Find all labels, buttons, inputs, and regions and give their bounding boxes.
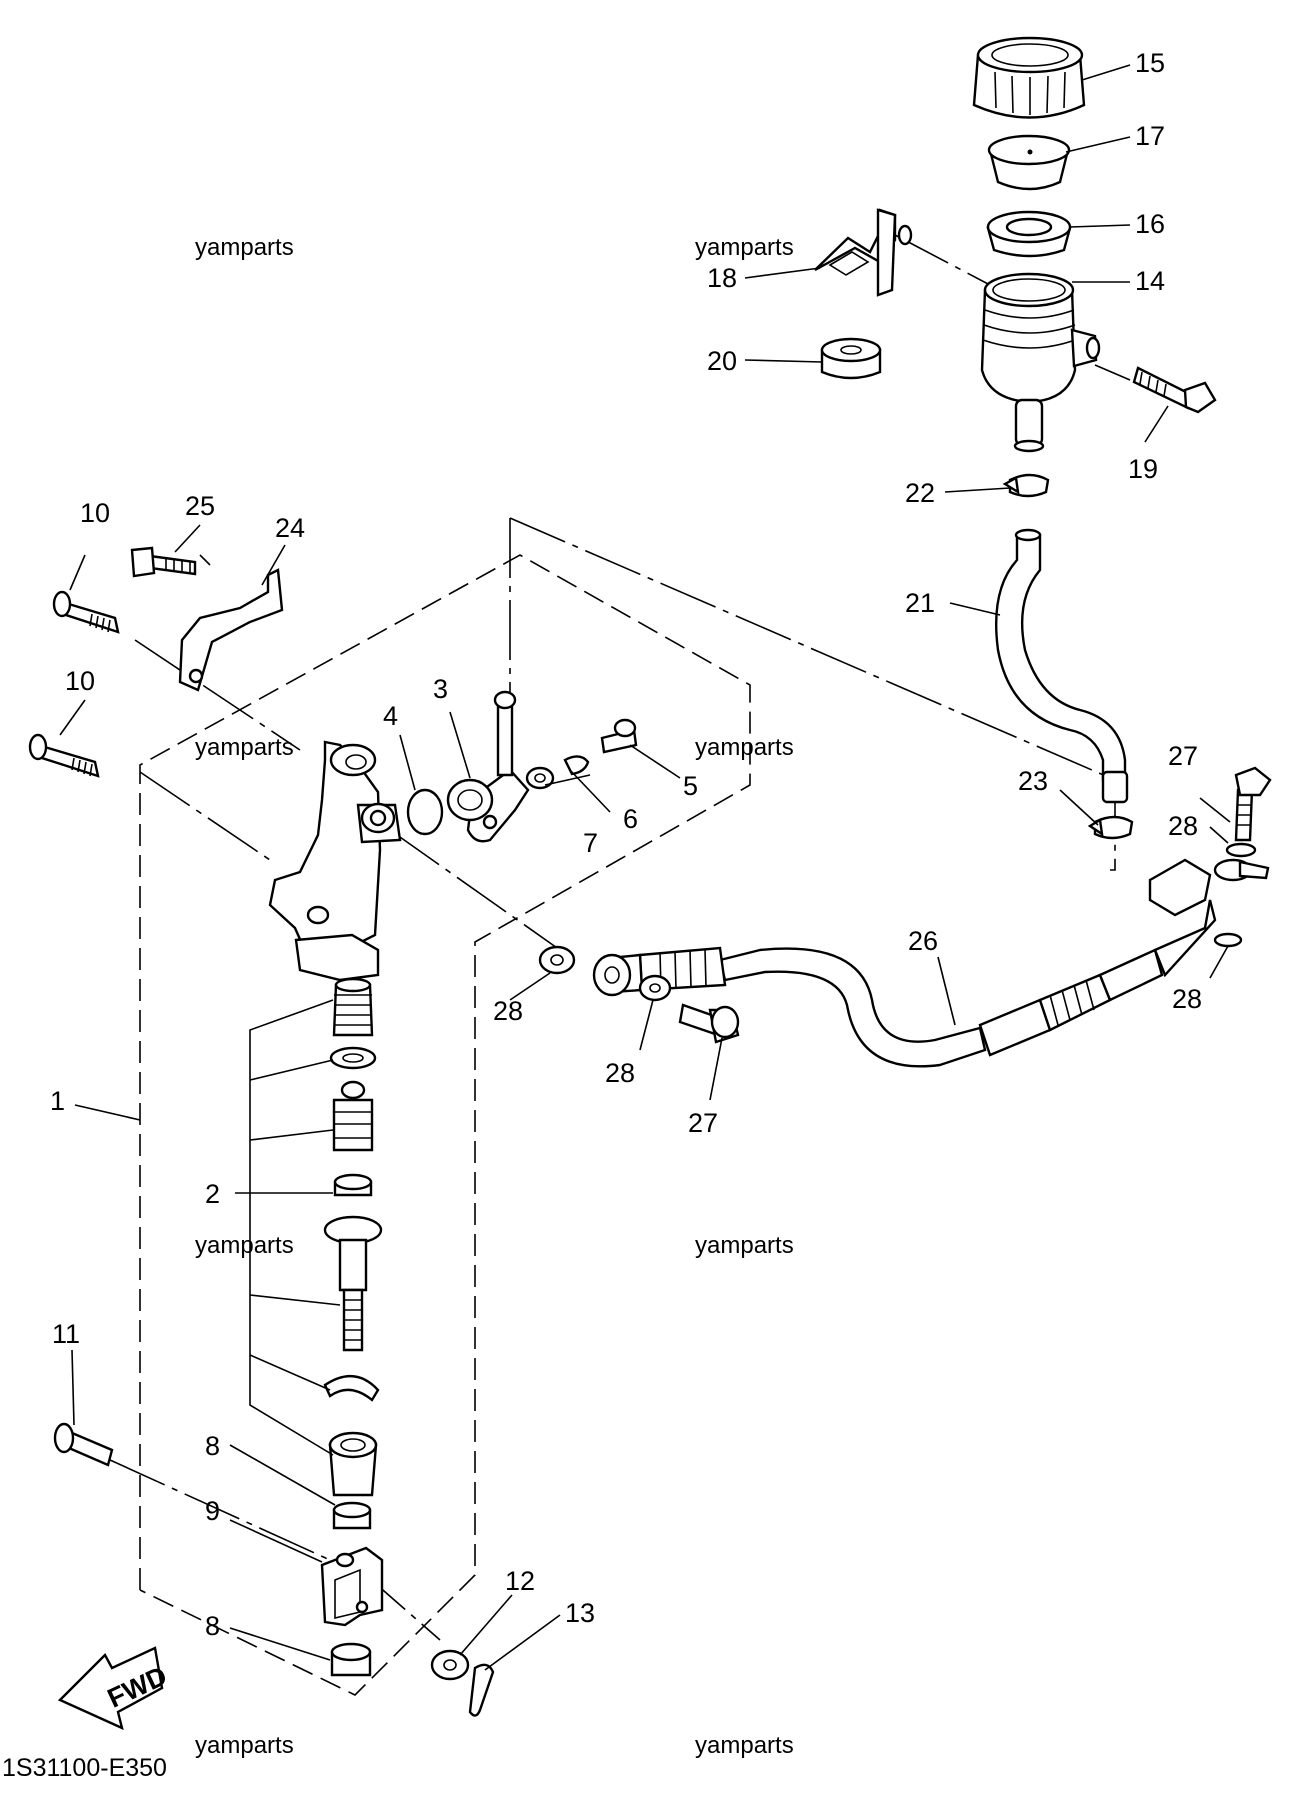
callout-5: 5 — [683, 771, 698, 801]
circlip-6 — [563, 755, 590, 776]
washer-28-c — [1225, 842, 1257, 858]
push-rod — [323, 1215, 383, 1352]
hose-21 — [995, 528, 1129, 804]
pin-11 — [53, 1422, 114, 1467]
callout-27-a: 27 — [688, 1108, 718, 1138]
callout-28-a: 28 — [493, 996, 523, 1026]
callout-24: 24 — [275, 513, 305, 543]
watermark: yamparts — [695, 234, 794, 261]
callout-11: 11 — [52, 1319, 80, 1349]
nut-8-upper — [332, 1501, 372, 1530]
callout-23: 23 — [1018, 766, 1048, 796]
callout-4: 4 — [383, 701, 398, 731]
leader-lines — [59, 64, 1231, 1671]
reservoir-cap-15 — [972, 36, 1086, 119]
center-lines — [109, 234, 1131, 1641]
callout-12: 12 — [505, 1566, 535, 1596]
piston-seal-2 — [333, 1173, 373, 1197]
callout-6: 6 — [623, 804, 638, 834]
diaphragm-plate-17 — [987, 134, 1071, 191]
callout-28-d: 28 — [1172, 984, 1202, 1014]
watermark: yamparts — [195, 734, 294, 761]
callout-22: 22 — [905, 478, 935, 508]
master-cylinder-body — [268, 740, 402, 982]
callout-28-c: 28 — [1168, 811, 1198, 841]
callout-27-b: 27 — [1168, 741, 1198, 771]
callout-numbers: 15 17 16 14 18 20 19 22 21 23 27 28 28 2… — [50, 48, 1202, 1641]
bolt-10-lower — [28, 733, 100, 778]
callout-7: 7 — [583, 828, 598, 858]
spring — [332, 977, 374, 1037]
callout-13: 13 — [565, 1598, 595, 1628]
bracket-18 — [814, 208, 913, 297]
callout-1: 1 — [50, 1086, 65, 1116]
watermark: yamparts — [195, 1732, 294, 1759]
clevis-9 — [320, 1546, 384, 1627]
callout-2: 2 — [205, 1179, 220, 1209]
callout-25: 25 — [185, 491, 215, 521]
washer-28-d — [1213, 932, 1243, 948]
o-ring-4 — [406, 788, 444, 836]
circlip — [323, 1374, 380, 1402]
callout-15: 15 — [1135, 48, 1165, 78]
clip-23 — [1087, 815, 1134, 840]
bolt-5 — [600, 718, 638, 754]
watermarks: yamparts yamparts yamparts yamparts yamp… — [195, 234, 794, 1759]
bolt-25 — [130, 546, 197, 578]
clip-22 — [1002, 473, 1050, 498]
cotter-pin-13 — [468, 1663, 495, 1717]
callout-28-b: 28 — [605, 1058, 635, 1088]
diagram-code: 1S31100-E350 — [2, 1754, 167, 1782]
washer-28-b — [638, 974, 672, 1002]
grommet-20 — [820, 337, 882, 380]
bolt-19 — [1132, 366, 1217, 414]
callout-20: 20 — [707, 346, 737, 376]
reservoir-tank-14 — [980, 272, 1101, 453]
watermark: yamparts — [695, 1732, 794, 1759]
callout-10-a: 10 — [80, 498, 110, 528]
fwd-arrow-icon: FWD — [57, 1646, 171, 1731]
hose-joint-3 — [446, 690, 530, 843]
callout-21: 21 — [905, 588, 935, 618]
callout-3: 3 — [433, 674, 448, 704]
assembly-outline — [139, 554, 751, 1696]
washer-12 — [430, 1649, 470, 1681]
watermark: yamparts — [695, 1232, 794, 1259]
diaphragm-16 — [986, 210, 1072, 258]
boot — [328, 1431, 378, 1497]
banjo-bolt-27-a — [678, 1003, 740, 1044]
washer-7 — [525, 766, 555, 790]
watermark: yamparts — [195, 234, 294, 261]
callout-14: 14 — [1135, 266, 1165, 296]
piston — [332, 1080, 374, 1152]
bracket-24 — [178, 568, 284, 692]
callout-8-b: 8 — [205, 1611, 220, 1641]
callout-10-b: 10 — [65, 666, 95, 696]
washer-28-a — [538, 945, 576, 975]
callout-16: 16 — [1135, 209, 1165, 239]
banjo-bolt-27-b — [1234, 766, 1272, 842]
bolt-10-upper — [52, 590, 120, 634]
callout-9: 9 — [205, 1496, 220, 1526]
callout-18: 18 — [707, 263, 737, 293]
brake-hose-26 — [592, 858, 1270, 1068]
callout-26: 26 — [908, 926, 938, 956]
watermark: yamparts — [695, 734, 794, 761]
watermark: yamparts — [195, 1232, 294, 1259]
callout-17: 17 — [1135, 121, 1165, 151]
callout-8-a: 8 — [205, 1431, 220, 1461]
cup-seal — [329, 1046, 377, 1070]
callout-19: 19 — [1128, 454, 1158, 484]
nut-8-lower — [330, 1642, 372, 1677]
